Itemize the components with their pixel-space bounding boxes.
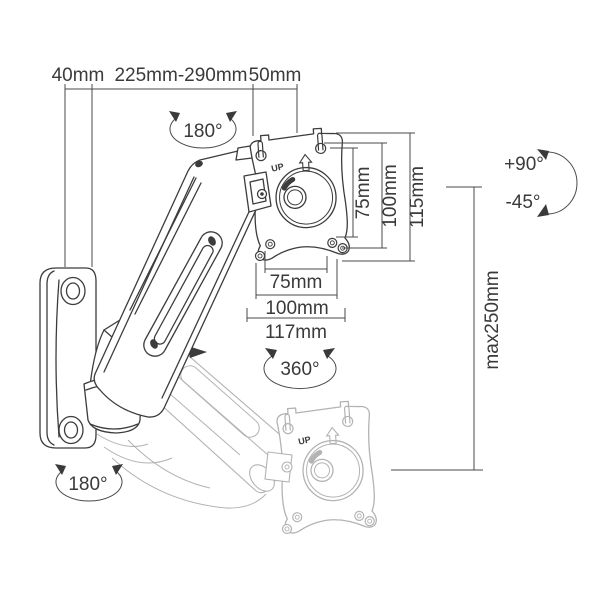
tilt-label-minus45: -45° [505,192,540,213]
tilt-arc-icon [537,149,578,217]
gas-spring-arm-beam [93,150,262,418]
dimension-lines [64,84,483,471]
rotation-label-180-wall: 180° [68,474,107,495]
dimension-labels: 40mm 225mm-290mm 50mm 180° 180° 360° 75m… [52,65,544,495]
dimension-label-vesa-h117: 117mm [265,322,327,343]
dimension-label-vesa-h100: 100mm [265,298,328,319]
rotation-symbols [55,111,578,502]
gas-spring-slot [143,231,223,357]
dimension-label-max250mm: max250mm [482,270,503,369]
rotation-label-180-top: 180° [183,121,222,142]
swivel-180-wall-icon [55,464,123,502]
tilt-label-plus90: +90° [504,154,544,175]
dimension-label-50mm: 50mm [249,65,302,86]
rotate-360-icon [263,348,337,390]
mount-arm-drawing [39,127,350,449]
wall-plate [39,267,97,449]
wall-screw-hole-bottom [58,415,84,445]
dimension-label-vesa-v75: 75mm [353,167,374,220]
rotation-label-360: 360° [280,359,319,380]
dimension-label-vesa-v100: 100mm [380,164,401,227]
dimension-label-40mm: 40mm [52,65,105,86]
arm-head-clevis [235,145,272,213]
dimension-label-vesa-h75: 75mm [270,272,323,293]
wall-screw-hole-top [60,276,86,306]
swivel-180-top-icon [169,111,237,149]
dimension-label-vesa-v115: 115mm [407,166,428,228]
dimension-label-extension-range: 225mm-290mm [114,65,247,86]
